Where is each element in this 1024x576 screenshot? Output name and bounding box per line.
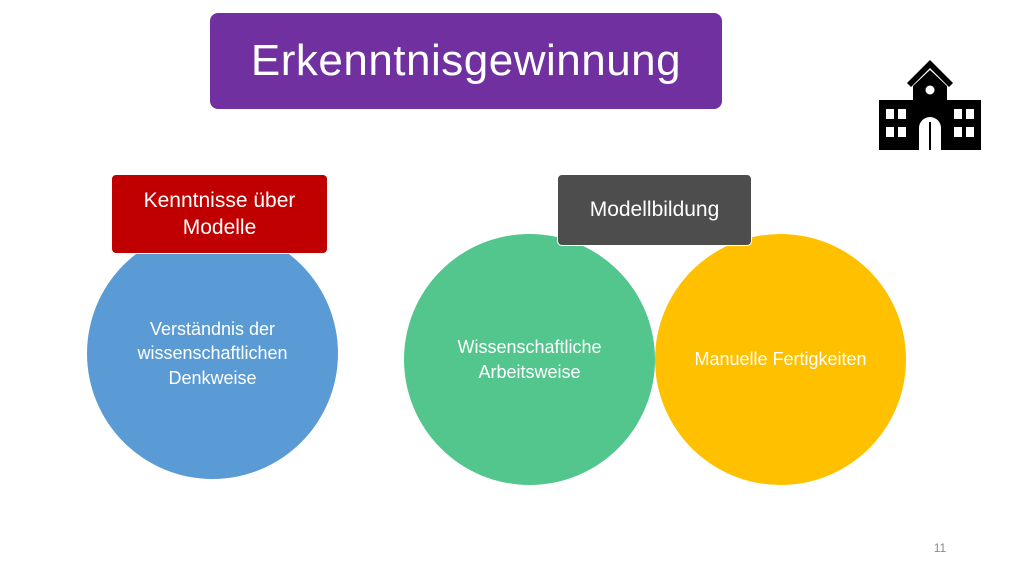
circle-scientific-method: Wissenschaftliche Arbeitsweise [404, 234, 655, 485]
slide-title-text: Erkenntnisgewinnung [250, 36, 682, 85]
school-building-icon [875, 56, 985, 152]
label-model-knowledge-text: Kenntnisse über Modelle [143, 188, 296, 239]
page-number: 11 [920, 541, 960, 555]
label-modeling-text: Modellbildung [589, 198, 720, 222]
circle-manual-skills: Manuelle Fertigkeiten [655, 234, 906, 485]
circle-manual-skills-text: Manuelle Fertigkeiten [694, 349, 867, 370]
circle-understanding: Verständnis der wissenschaftlichen Denkw… [87, 228, 338, 479]
circle-scientific-method-text: Wissenschaftliche Arbeitsweise [457, 337, 602, 382]
label-model-knowledge: Kenntnisse über Modelle [111, 174, 328, 254]
page-number-text: 11 [933, 541, 947, 555]
label-modeling: Modellbildung [557, 174, 752, 246]
circle-understanding-text: Verständnis der wissenschaftlichen Denkw… [137, 319, 288, 388]
slide-title: Erkenntnisgewinnung [210, 13, 722, 109]
